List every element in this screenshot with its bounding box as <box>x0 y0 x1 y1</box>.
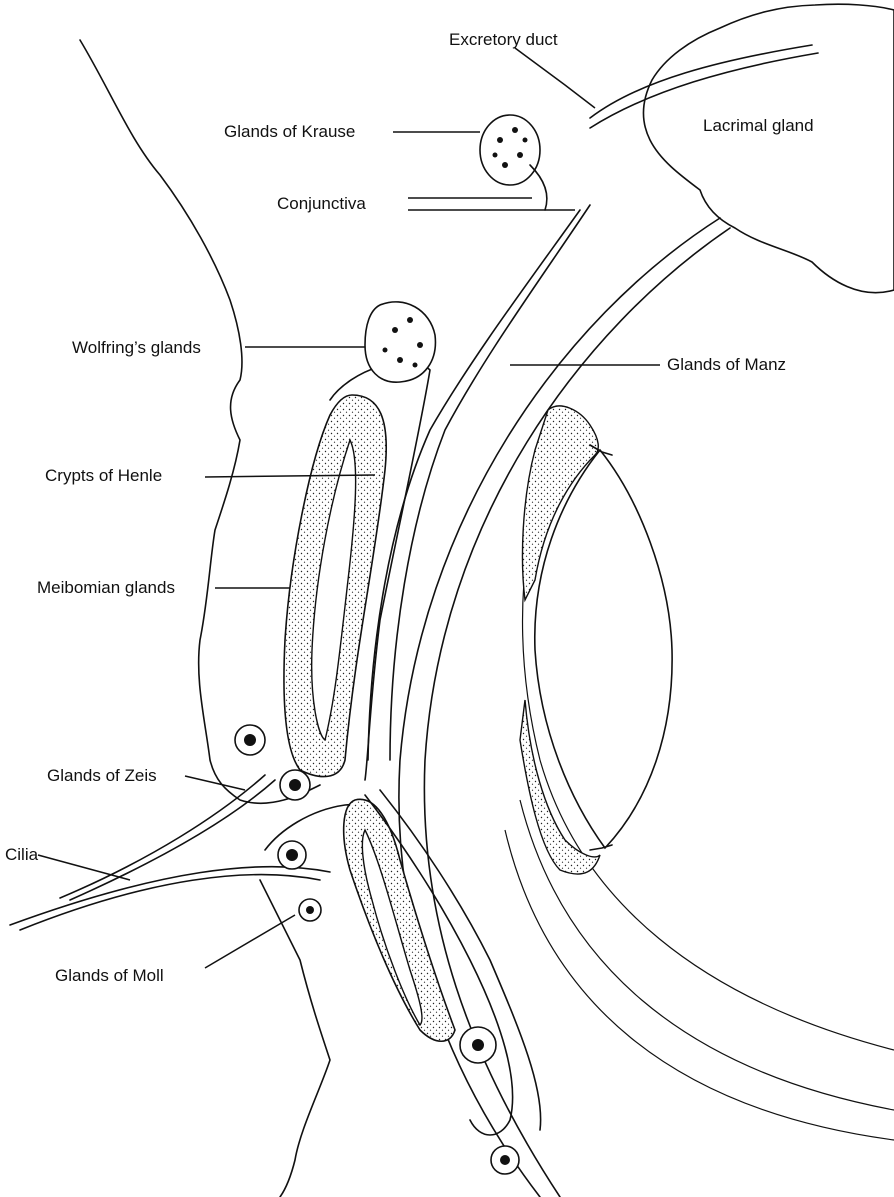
zonule-bottom <box>590 845 612 850</box>
lacrimal-gland-shape <box>643 4 894 292</box>
globe-curve-3 <box>505 830 894 1140</box>
label-conjunctiva: Conjunctiva <box>277 194 366 214</box>
label-cilia: Cilia <box>5 845 38 865</box>
lower-cilia-2 <box>20 875 320 930</box>
label-glands-of-krause: Glands of Krause <box>224 122 355 142</box>
label-glands-of-manz: Glands of Manz <box>667 355 786 375</box>
leader-excretory-duct <box>515 48 595 108</box>
wolfrings-glands-shape <box>365 302 435 382</box>
label-glands-of-zeis: Glands of Zeis <box>47 766 157 786</box>
label-wolfrings-glands: Wolfring’s glands <box>72 338 201 358</box>
label-glands-of-moll: Glands of Moll <box>55 966 164 986</box>
label-excretory-duct: Excretory duct <box>449 30 558 50</box>
label-meibomian-glands: Meibomian glands <box>37 578 175 598</box>
label-lacrimal-gland: Lacrimal gland <box>703 116 814 136</box>
leader-cilia <box>38 855 130 880</box>
glands-of-krause-shape <box>480 115 540 185</box>
leader-glands-of-moll <box>205 915 295 968</box>
upper-cilia-1 <box>70 780 275 900</box>
globe-curve-2 <box>520 800 894 1110</box>
label-crypts-of-henle: Crypts of Henle <box>45 466 162 486</box>
leader-glands-of-zeis <box>185 776 245 790</box>
